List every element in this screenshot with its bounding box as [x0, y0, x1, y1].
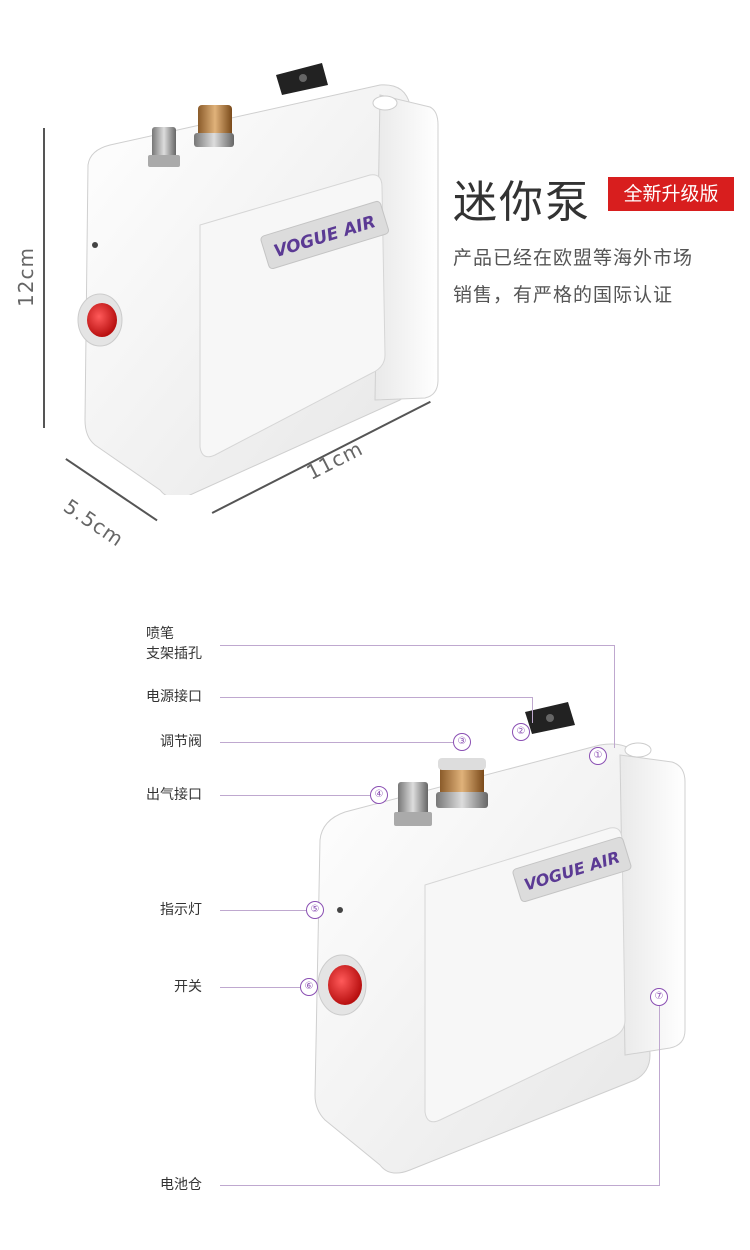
- air-pump-image-parts: VOGUE AIR: [314, 702, 686, 1174]
- callout-number-7: ⑦: [650, 988, 668, 1006]
- callout-label-power-switch: 开关: [174, 979, 202, 995]
- callout-leader-1-vertical: [614, 645, 615, 748]
- callout-label-air-outlet: 出气接口: [146, 787, 202, 803]
- callout-leader-3: [220, 742, 453, 743]
- callout-label-indicator-light: 指示灯: [160, 902, 202, 918]
- callout-label-regulator-valve: 调节阀: [160, 734, 202, 750]
- callout-leader-6: [220, 987, 300, 988]
- callout-label-battery-compartment: 电池仓: [160, 1177, 202, 1193]
- callout-label-airbrush-holder: 喷笔 支架插孔: [146, 626, 202, 662]
- callout-leader-7-vertical: [659, 1006, 660, 1186]
- callout-number-1: ①: [589, 747, 607, 765]
- callout-number-4: ④: [370, 786, 388, 804]
- callout-leader-1: [220, 645, 614, 646]
- callout-leader-5: [220, 910, 306, 911]
- callout-leader-4: [220, 795, 370, 796]
- callout-number-5: ⑤: [306, 901, 324, 919]
- height-dimension-line: [43, 128, 45, 428]
- upgrade-badge: 全新升级版: [608, 177, 734, 211]
- callout-leader-2: [220, 697, 532, 698]
- callout-leader-2-vertical: [532, 697, 533, 723]
- depth-dimension-label: 5.5cm: [59, 494, 129, 552]
- callout-leader-7: [220, 1185, 660, 1186]
- product-description-line2: 销售，有严格的国际认证: [453, 284, 674, 306]
- callout-number-6: ⑥: [300, 978, 318, 996]
- callout-number-3: ③: [453, 733, 471, 751]
- height-dimension-label: 12cm: [13, 247, 38, 307]
- air-pump-image-top: VOGUE AIR: [77, 63, 439, 495]
- product-description-line1: 产品已经在欧盟等海外市场: [453, 247, 694, 269]
- callout-number-2: ②: [512, 723, 530, 741]
- product-title: 迷你泵: [453, 177, 591, 228]
- callout-label-power-port: 电源接口: [146, 689, 202, 705]
